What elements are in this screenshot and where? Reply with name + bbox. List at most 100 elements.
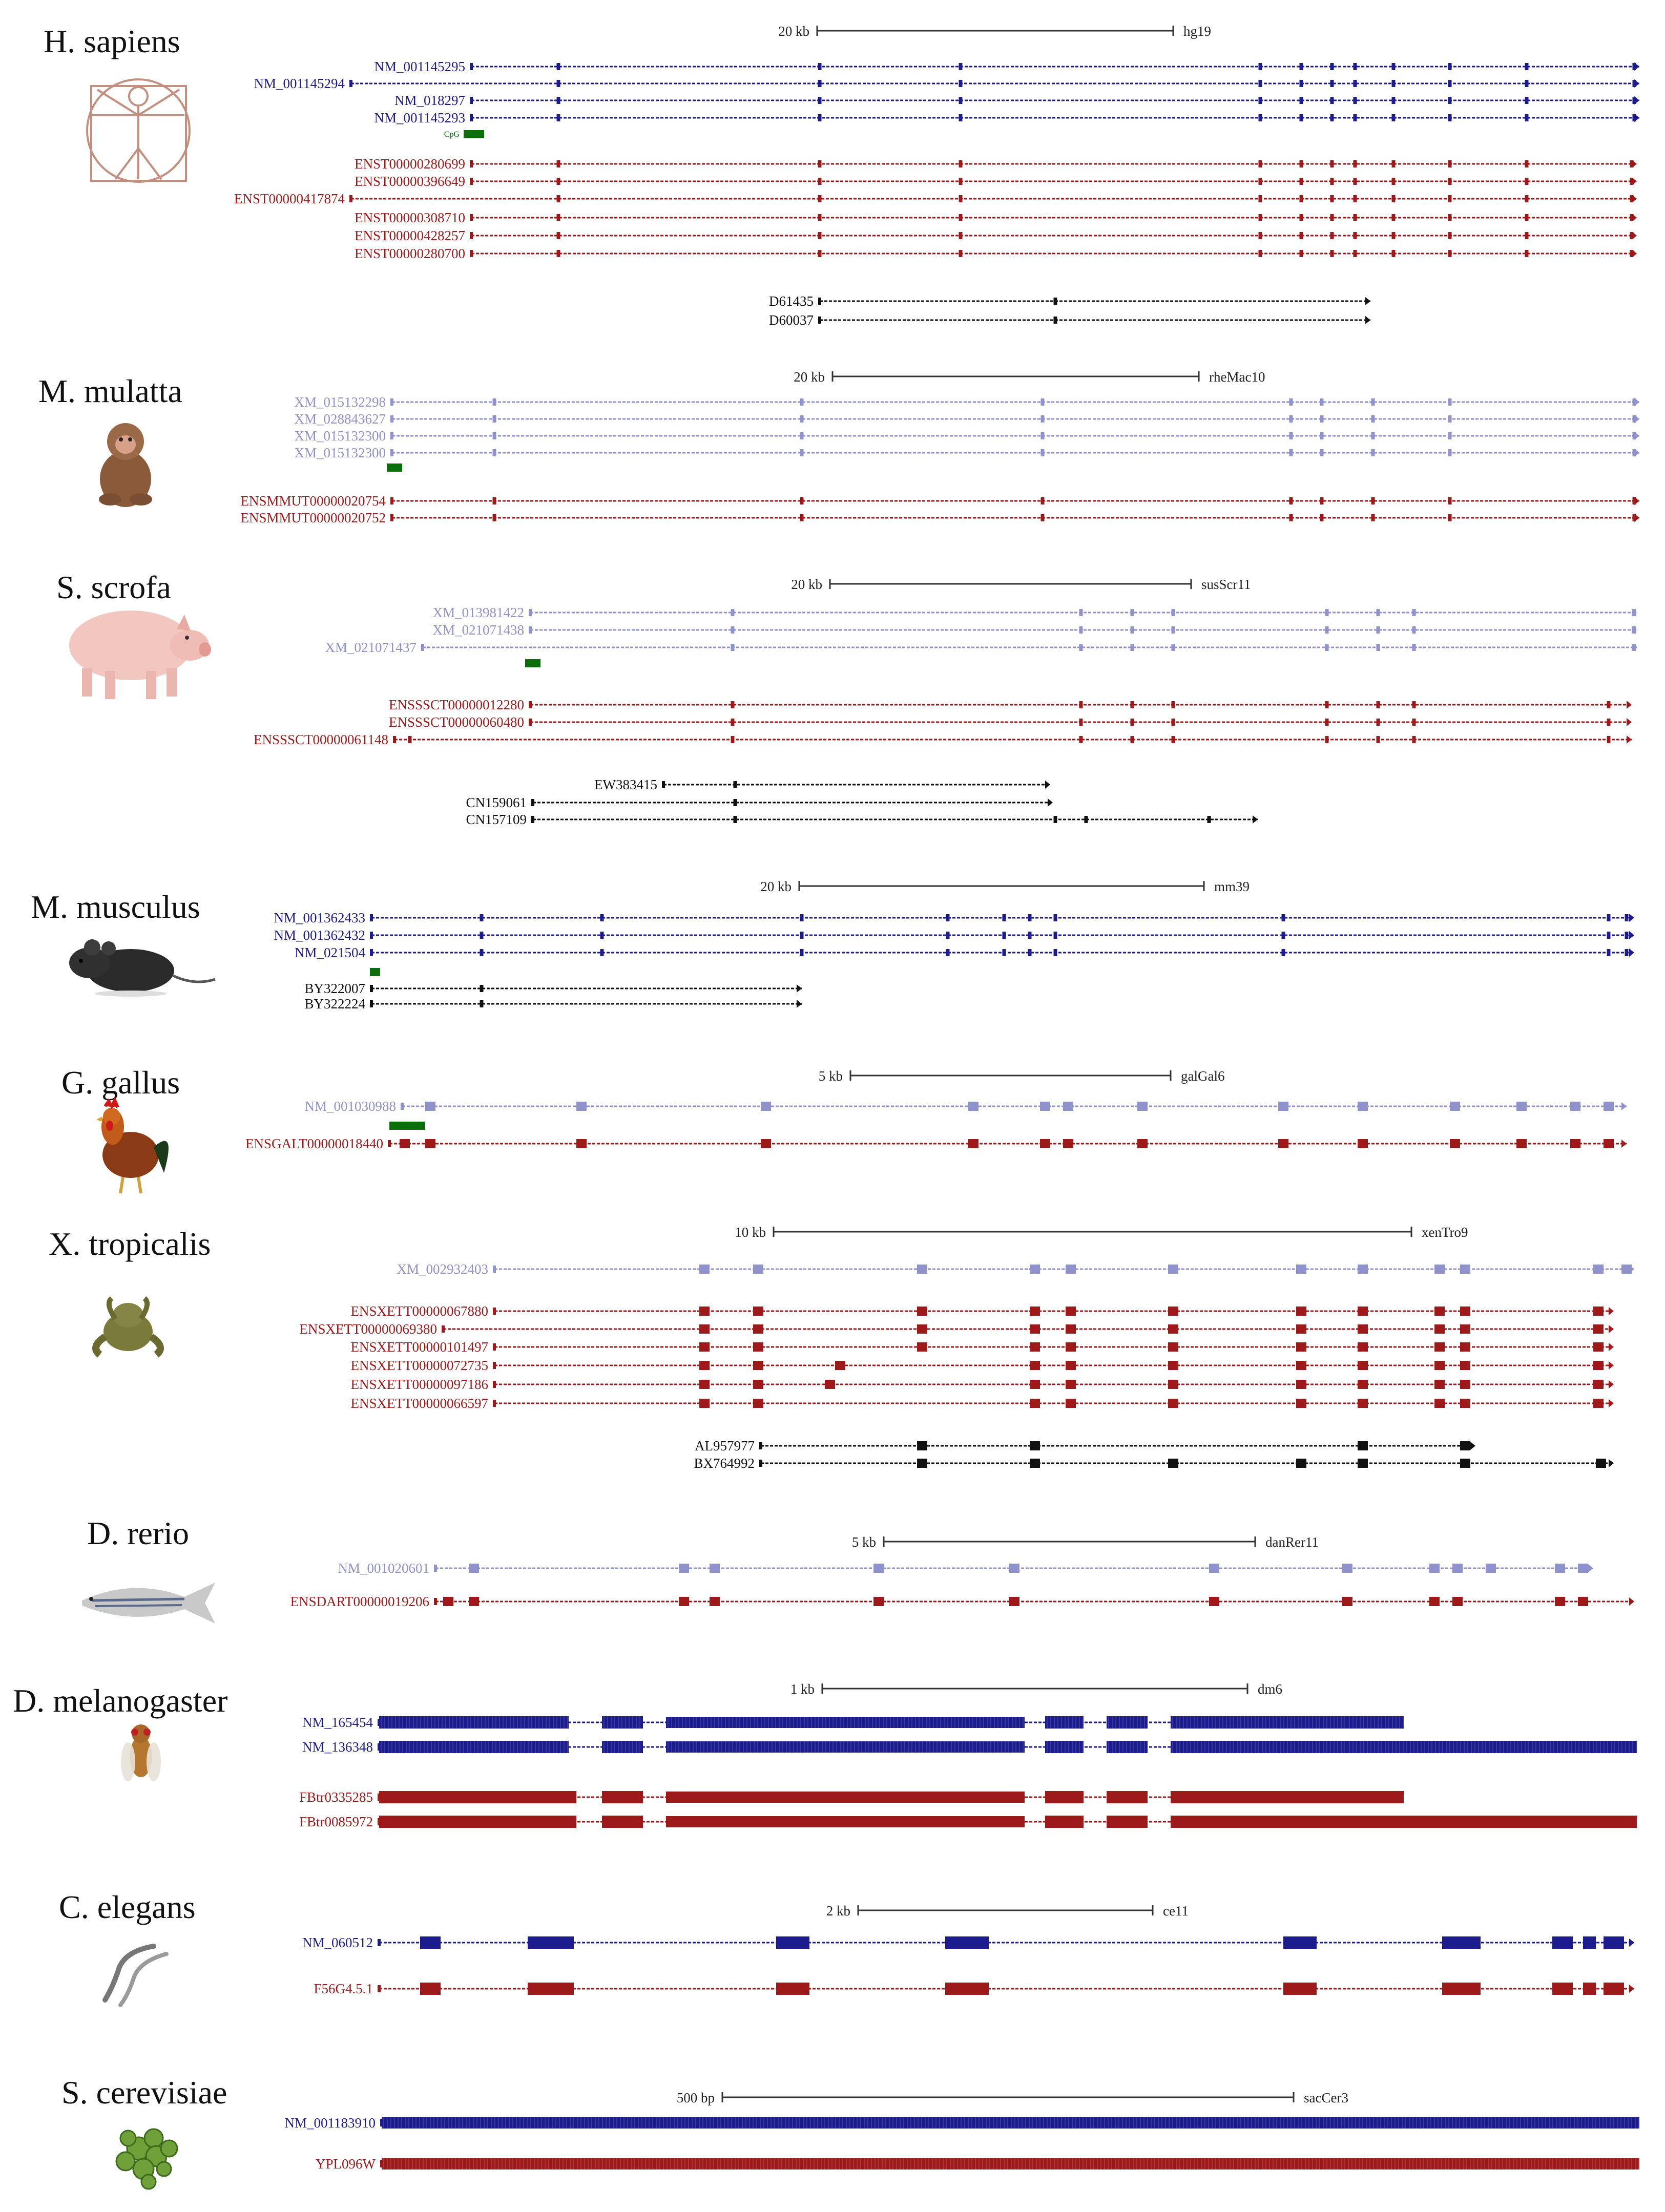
- m-mulatta-track-4-exon-4: [1320, 497, 1324, 504]
- x-tropicalis-track-3-exon-10: [1593, 1342, 1604, 1352]
- x-tropicalis-track-7-label: AL957977: [695, 1438, 755, 1453]
- x-tropicalis-track-5-exon-1: [753, 1380, 763, 1389]
- d-melanogaster-track-0-exon-5: [1171, 1716, 1347, 1729]
- g-gallus-track-0-exon-2: [761, 1102, 771, 1111]
- x-tropicalis-track-5-exon-6: [1296, 1380, 1306, 1389]
- x-tropicalis-track-3-exon-4: [1066, 1342, 1076, 1352]
- x-tropicalis-track-6-exon-1: [753, 1399, 763, 1408]
- h-sapiens-track-3-exon-6: [1353, 114, 1357, 121]
- d-melanogaster-track-2-exon-1: [602, 1791, 643, 1803]
- s-scrofa-track-5-exon-5: [1325, 736, 1329, 743]
- d-rerio-track-1-exon-5: [1009, 1597, 1019, 1606]
- h-sapiens-track-2-exon-0: [556, 97, 560, 104]
- m-musculus-track-3-start-mark: [370, 985, 373, 992]
- m-musculus-assembly-label: mm39: [1214, 879, 1250, 894]
- h-sapiens-track-8-exon-7: [1391, 232, 1396, 239]
- h-sapiens-track-11-exon-0: [1053, 317, 1057, 324]
- d-rerio-track-1-end-arrow: [1629, 1597, 1634, 1606]
- x-tropicalis-track-1-label: ENSXETT00000067880: [351, 1303, 488, 1319]
- m-musculus-track-0-label: NM_001362433: [274, 910, 365, 925]
- x-tropicalis-track-1-exon-4: [1066, 1307, 1076, 1316]
- s-scrofa-track-1-label: XM_021071438: [432, 622, 524, 638]
- x-tropicalis-track-1-exon-9: [1460, 1307, 1470, 1316]
- x-tropicalis-track-0-exon-5: [1168, 1265, 1178, 1274]
- h-sapiens-track-6-exon-6: [1353, 195, 1357, 202]
- d-melanogaster-track-0-exon-4: [1107, 1716, 1148, 1729]
- h-sapiens-track-0-label: NM_001145295: [374, 59, 465, 74]
- g-gallus-track-1-exon-0: [400, 1139, 410, 1148]
- s-scrofa-track-1-exon-5: [1376, 626, 1380, 634]
- d-rerio-track-0-end-arrow: [1588, 1564, 1593, 1572]
- h-sapiens-track-7-exon-8: [1448, 214, 1452, 221]
- d-melanogaster-track-0-exon-6: [1347, 1716, 1404, 1729]
- m-mulatta-track-2-exon-7: [1632, 432, 1636, 439]
- h-sapiens-track-7-exon-2: [959, 214, 963, 221]
- h-sapiens-track-4-exon-7: [1391, 160, 1396, 167]
- h-sapiens-track-6-exon-2: [959, 195, 963, 202]
- s-scrofa-track-8-label: CN157109: [466, 812, 527, 827]
- h-sapiens-track-9-exon-2: [959, 250, 963, 257]
- s-scrofa-track-5-exon-0: [408, 736, 412, 743]
- s-scrofa-track-3-start-mark: [529, 701, 532, 708]
- h-sapiens-track-8-exon-1: [818, 232, 822, 239]
- x-tropicalis-track-5-end-arrow: [1609, 1380, 1614, 1388]
- h-sapiens-track-1-exon-9: [1525, 80, 1529, 87]
- s-scrofa-track-0-exon-3: [1171, 609, 1175, 616]
- s-scrofa-track-0-exon-7: [1632, 609, 1636, 616]
- zebrafish-icon: [82, 1583, 215, 1624]
- x-tropicalis-track-0-exon-7: [1358, 1265, 1368, 1274]
- x-tropicalis-track-1-exon-6: [1296, 1307, 1306, 1316]
- s-scrofa-track-3-exon-2: [1130, 701, 1134, 708]
- nematode-icon: [102, 1944, 169, 2007]
- x-tropicalis-track-1-exon-3: [1030, 1307, 1040, 1316]
- x-tropicalis-track-3-exon-8: [1434, 1342, 1445, 1352]
- x-tropicalis-track-7-exon-3: [1460, 1441, 1470, 1450]
- d-melanogaster-track-1-exon-1: [602, 1741, 643, 1753]
- x-tropicalis-track-7-exon-1: [1030, 1441, 1040, 1450]
- s-scrofa-track-0-exon-0: [731, 609, 735, 616]
- m-musculus-track-1-exon-8: [1607, 932, 1611, 939]
- x-tropicalis-track-4-end-arrow: [1609, 1361, 1614, 1370]
- h-sapiens-track-4-exon-9: [1525, 160, 1529, 167]
- h-sapiens-track-0-exon-4: [1299, 63, 1303, 70]
- s-scrofa-track-0-exon-1: [1079, 609, 1083, 616]
- d-melanogaster-track-1-exon-4: [1107, 1741, 1148, 1753]
- m-mulatta-track-1-start-mark: [390, 415, 393, 423]
- d-rerio-scale-label: 5 kb: [852, 1534, 876, 1550]
- x-tropicalis-track-5-exon-8: [1434, 1380, 1445, 1389]
- x-tropicalis-track-1-exon-1: [753, 1307, 763, 1316]
- c-elegans-track-0-exon-6: [1552, 1936, 1573, 1949]
- s-scrofa-track-4-exon-6: [1412, 719, 1416, 726]
- h-sapiens-track-5-exon-4: [1299, 178, 1303, 185]
- d-rerio-track-0-exon-11: [1578, 1564, 1588, 1573]
- x-tropicalis-track-4-exon-2: [835, 1361, 845, 1370]
- x-tropicalis-track-2-exon-8: [1434, 1324, 1445, 1334]
- g-gallus-track-0-exon-11: [1570, 1102, 1580, 1111]
- m-mulatta-track-4-exon-5: [1371, 497, 1375, 504]
- g-gallus-track-0-end-arrow: [1621, 1102, 1627, 1110]
- s-scrofa-track-0-start-mark: [529, 609, 532, 616]
- s-scrofa-track-4-exon-4: [1325, 719, 1329, 726]
- d-melanogaster-track-3-exon-4: [1107, 1816, 1148, 1828]
- s-scrofa-track-2-exon-5: [1376, 644, 1380, 651]
- x-tropicalis-track-3-exon-7: [1358, 1342, 1368, 1352]
- species-title-x-tropicalis: X. tropicalis: [49, 1226, 211, 1262]
- h-sapiens-track-6-exon-5: [1330, 195, 1334, 202]
- h-sapiens-track-1-exon-5: [1330, 80, 1334, 87]
- h-sapiens-track-2-exon-6: [1353, 97, 1357, 104]
- x-tropicalis-track-8-exon-6: [1596, 1459, 1606, 1468]
- h-sapiens-track-3-exon-5: [1330, 114, 1334, 121]
- x-tropicalis-track-6-exon-9: [1593, 1399, 1604, 1408]
- h-sapiens-track-2-start-mark: [470, 97, 473, 104]
- d-melanogaster-track-1-exon-3: [1045, 1741, 1084, 1753]
- h-sapiens-track-0-exon-2: [959, 63, 963, 70]
- h-sapiens-track-1-exon-2: [959, 80, 963, 87]
- d-melanogaster-track-2-exon-3: [1045, 1791, 1084, 1803]
- m-mulatta-track-3-exon-0: [492, 449, 496, 456]
- c-elegans-track-1-start-mark: [378, 1985, 381, 1992]
- d-melanogaster-track-3-exon-6: [1347, 1816, 1637, 1828]
- m-musculus-track-2-exon-7: [1281, 949, 1285, 956]
- g-gallus-track-0-exon-12: [1604, 1102, 1614, 1111]
- g-gallus-track-1-exon-7: [1137, 1139, 1148, 1148]
- s-scrofa-track-4-exon-1: [1079, 719, 1083, 726]
